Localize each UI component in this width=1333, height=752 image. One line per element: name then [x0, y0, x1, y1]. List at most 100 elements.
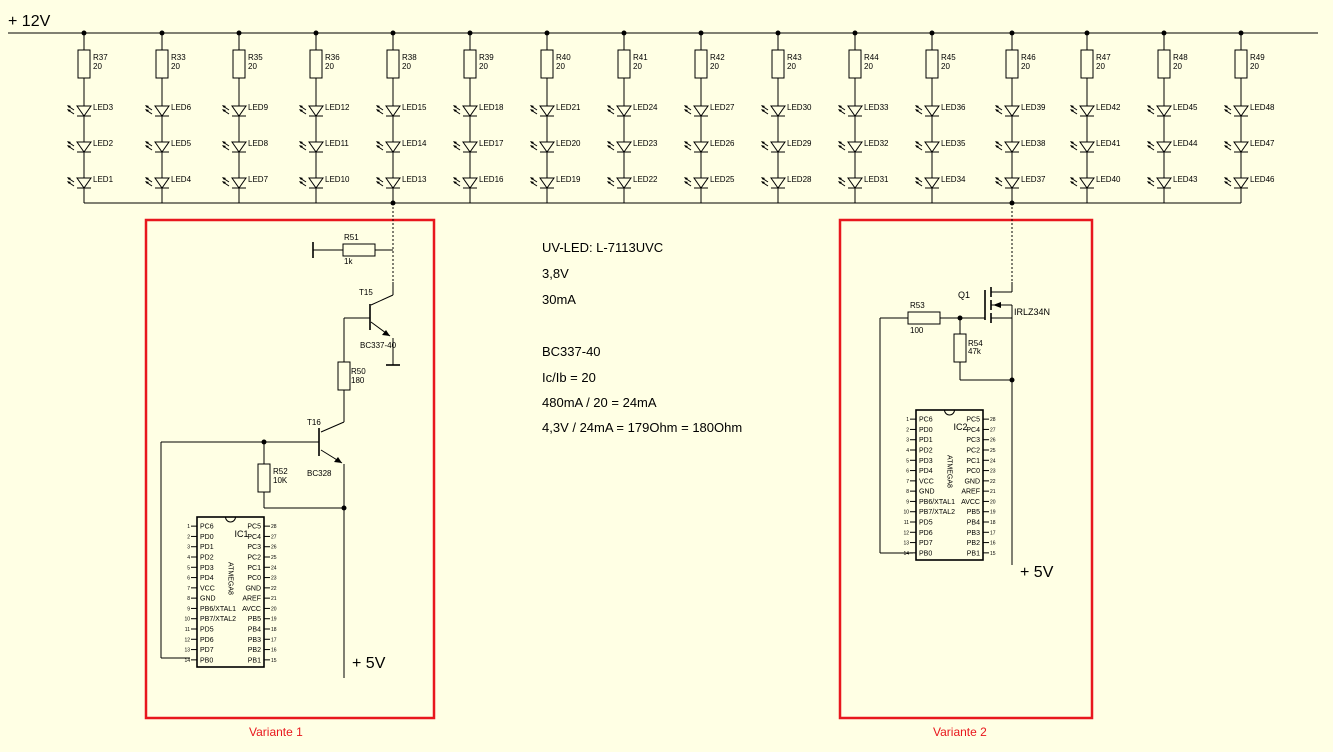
ic-pin-number: 4	[906, 448, 909, 454]
svg-text:R53: R53	[910, 301, 925, 310]
resistor-value: 20	[479, 62, 488, 71]
led-name: LED17	[479, 139, 504, 148]
ic-pin-number: 12	[903, 530, 909, 536]
led-name: LED20	[556, 139, 581, 148]
ic-pin-label: PB2	[248, 647, 261, 654]
ic-pin-label: PC0	[966, 468, 980, 475]
ic-pin-number: 15	[271, 658, 277, 664]
ic-pin-label: PD7	[919, 540, 933, 547]
resistor-value: 20	[1021, 62, 1030, 71]
uv-led: LED2	[67, 139, 114, 153]
led-name: LED30	[787, 103, 812, 112]
ic-pin-label: PD6	[200, 637, 214, 644]
resistor	[617, 49, 631, 79]
ic-pin-number: 5	[906, 458, 909, 464]
led-name: LED28	[787, 175, 812, 184]
ic-pin-label: PB5	[248, 616, 261, 623]
note-line: Ic/Ib = 20	[542, 370, 596, 385]
design-notes: UV-LED: L-7113UVC 3,8V 30mA BC337-40 Ic/…	[542, 240, 742, 435]
led-name: LED21	[556, 103, 581, 112]
ic-pin-number: 25	[990, 448, 996, 454]
variant1-5v-label: + 5V	[352, 655, 386, 672]
ic-pin-number: 26	[990, 438, 996, 444]
ic-pin-number: 7	[906, 479, 909, 485]
led-name: LED33	[864, 103, 889, 112]
note-line: 4,3V / 24mA = 179Ohm = 180Ohm	[542, 420, 742, 435]
ic-pin-label: PB7/XTAL2	[919, 509, 955, 516]
uv-led: LED41	[1070, 139, 1121, 153]
ic-pin-label: PC2	[966, 448, 980, 455]
ic-pin-number: 1	[187, 524, 190, 530]
uv-led: LED16	[453, 175, 504, 189]
ic-pin-number: 23	[990, 469, 996, 475]
ic-pin-number: 10	[903, 510, 909, 516]
svg-text:T16: T16	[307, 418, 321, 427]
uv-led: LED24	[607, 103, 658, 117]
led-name: LED24	[633, 103, 658, 112]
resistor-value: 20	[941, 62, 950, 71]
uv-led: LED33	[838, 103, 889, 117]
ic-pin-label: PD7	[200, 647, 214, 654]
ic-pin-number: 19	[990, 510, 996, 516]
ic-pin-number: 6	[187, 576, 190, 582]
ic-pin-label: PD1	[919, 437, 933, 444]
ic-pin-label: PD4	[200, 575, 214, 582]
ic-pin-number: 11	[904, 520, 909, 526]
resistor	[1234, 49, 1248, 79]
ic-pin-number: 9	[906, 499, 909, 505]
ic-part: ATMEGA8	[946, 455, 953, 488]
resistor-name: R43	[787, 53, 802, 62]
ic-pin-number: 3	[187, 545, 190, 551]
ic-pin-number: 24	[990, 458, 996, 464]
uv-led: LED9	[222, 103, 269, 117]
led-name: LED42	[1096, 103, 1121, 112]
ic-pin-number: 3	[906, 438, 909, 444]
resistor-name: R37	[93, 53, 108, 62]
uv-led: LED34	[915, 175, 966, 189]
uv-led: LED21	[530, 103, 581, 117]
ic-pin-label: PB3	[967, 530, 980, 537]
ic-pin-number: 27	[990, 427, 996, 433]
resistor-name: R36	[325, 53, 340, 62]
led-name: LED48	[1250, 103, 1275, 112]
ic-pin-label: GND	[919, 489, 935, 496]
ic-pin-label: PD3	[919, 458, 933, 465]
ic-pin-label: GND	[964, 478, 980, 485]
ic-pin-label: PD1	[200, 544, 214, 551]
ic-pin-label: PC2	[247, 555, 261, 562]
ic-pin-number: 13	[903, 541, 909, 547]
resistor-name: R35	[248, 53, 263, 62]
ic-pin-label: PB1	[967, 550, 980, 557]
svg-text:47k: 47k	[968, 347, 982, 356]
resistor-name: R45	[941, 53, 956, 62]
resistor	[1005, 49, 1019, 79]
ic-pin-label: PB0	[200, 657, 213, 664]
ic-pin-label: PB6/XTAL1	[919, 499, 955, 506]
note-line: BC337-40	[542, 344, 601, 359]
led-name: LED45	[1173, 103, 1198, 112]
resistor-value: 20	[171, 62, 180, 71]
resistor-name: R40	[556, 53, 571, 62]
ic-pin-label: PC3	[966, 437, 980, 444]
variant1-frame	[144, 218, 436, 720]
led-name: LED38	[1021, 139, 1046, 148]
uv-led: LED27	[684, 103, 735, 117]
uv-led: LED4	[145, 175, 192, 189]
resistor	[694, 49, 708, 79]
uv-led: LED47	[1224, 139, 1275, 153]
uv-led: LED17	[453, 139, 504, 153]
ic-pin-label: PD0	[919, 427, 933, 434]
ic-pin-label: PD0	[200, 534, 214, 541]
ic-pin-label: GND	[245, 585, 261, 592]
uv-led: LED29	[761, 139, 812, 153]
resistor-value: 20	[402, 62, 411, 71]
uv-led: LED15	[376, 103, 427, 117]
resistor-value: 20	[556, 62, 565, 71]
